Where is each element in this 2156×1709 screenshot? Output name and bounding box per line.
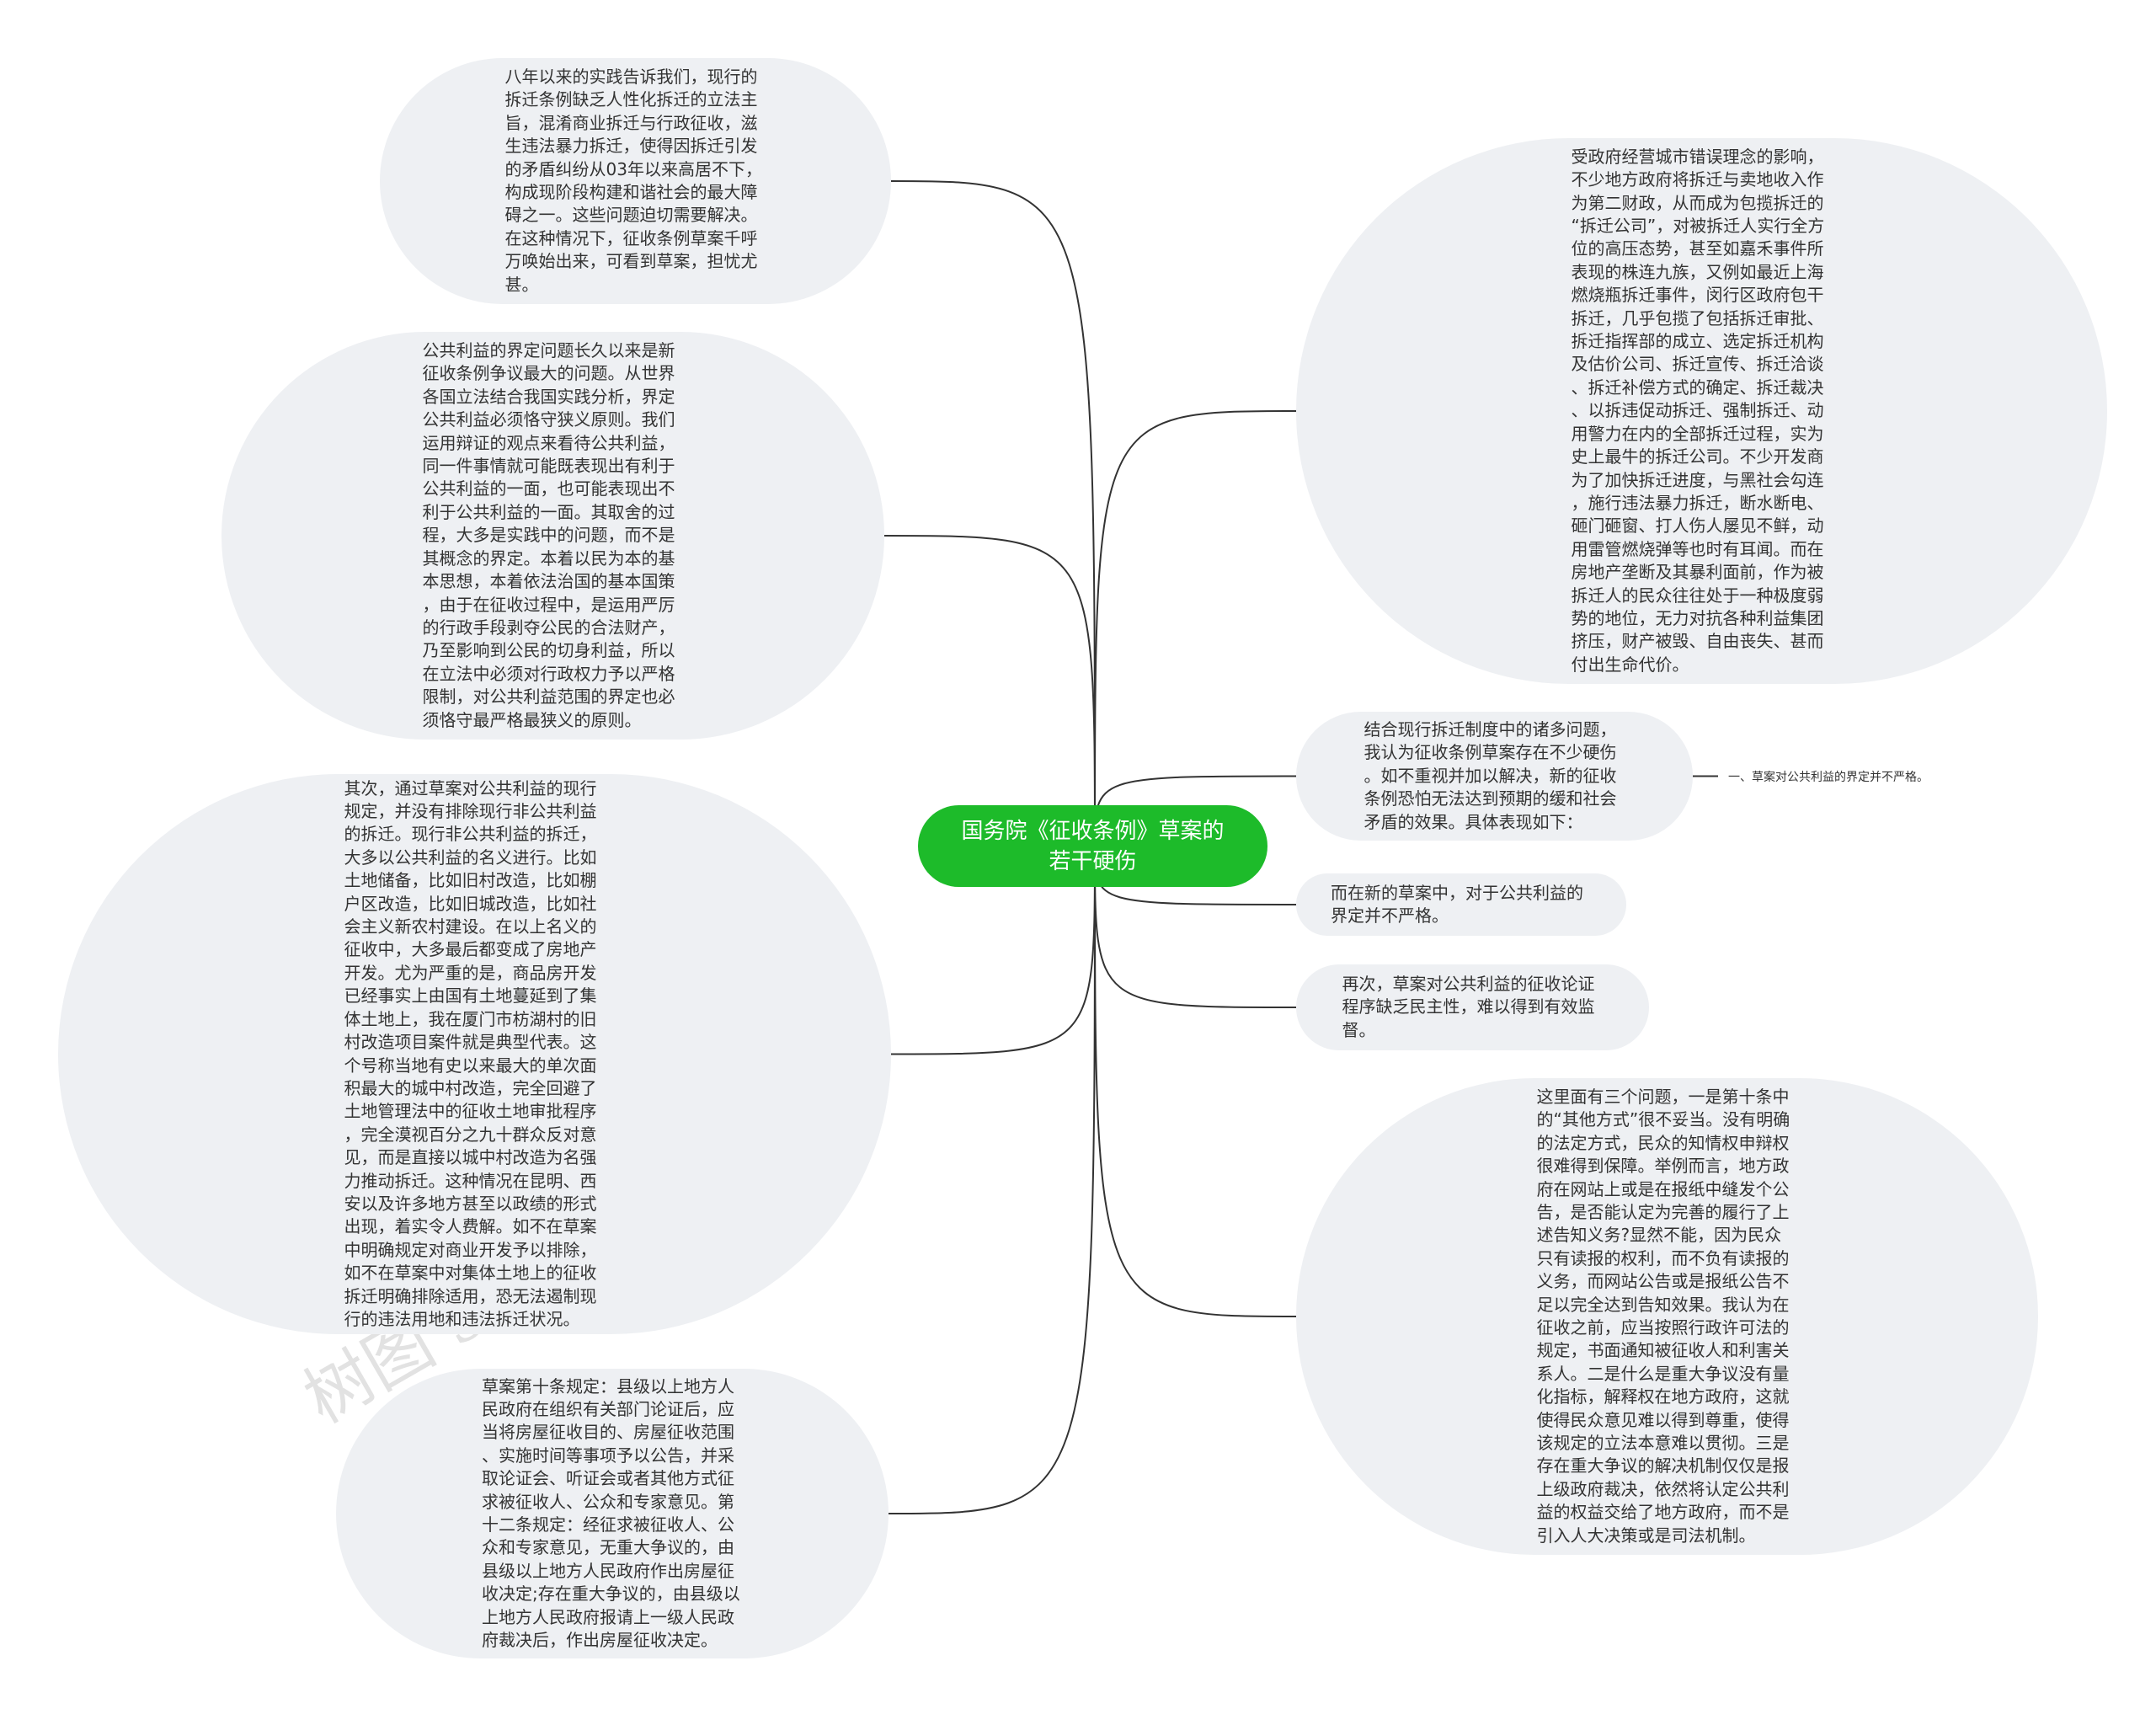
topic-node[interactable]: 再次，草案对公共利益的征收论证程序缺乏民主性，难以得到有效监督。 <box>1296 964 1649 1050</box>
topic-node[interactable]: 而在新的草案中，对于公共利益的界定并不严格。 <box>1296 873 1626 936</box>
connector-line <box>1094 846 1297 1317</box>
topic-node[interactable]: 其次，通过草案对公共利益的现行规定，并没有排除现行非公共利益的拆迁。现行非公共利… <box>58 774 891 1334</box>
topic-text: 草案第十条规定：县级以上地方人民政府在组织有关部门论证后，应当将房屋征收目的、房… <box>482 1375 740 1651</box>
connector-line <box>888 846 1096 1514</box>
subtopic-label[interactable]: 一、草案对公共利益的界定并不严格。 <box>1728 771 1929 784</box>
topic-text: 而在新的草案中，对于公共利益的界定并不严格。 <box>1331 882 1583 926</box>
topic-text: 结合现行拆迁制度中的诸多问题，我认为征收条例草案存在不少硬伤。如不重视并加以解决… <box>1364 718 1617 832</box>
topic-node[interactable]: 八年以来的实践告诉我们，现行的拆迁条例缺乏人性化拆迁的立法主旨，混淆商业拆迁与行… <box>380 58 891 304</box>
topic-text: 再次，草案对公共利益的征收论证程序缺乏民主性，难以得到有效监督。 <box>1342 973 1595 1040</box>
topic-text: 八年以来的实践告诉我们，现行的拆迁条例缺乏人性化拆迁的立法主旨，混淆商业拆迁与行… <box>504 66 762 295</box>
connector-line <box>883 535 1096 847</box>
central-topic-title: 国务院《征收条例》草案的若干硬伤 <box>961 818 1225 874</box>
topic-text: 公共利益的界定问题长久以来是新征收条例争议最大的问题。从世界各国立法结合我国实践… <box>422 340 675 730</box>
topic-text: 受政府经营城市错误理念的影响，不少地方政府将拆迁与卖地收入作为第二财政，从而成为… <box>1571 146 1825 675</box>
topic-node[interactable]: 结合现行拆迁制度中的诸多问题，我认为征收条例草案存在不少硬伤。如不重视并加以解决… <box>1296 712 1693 841</box>
topic-node[interactable]: 这里面有三个问题，一是第十条中的“其他方式”很不妥当。没有明确的法定方式，民众的… <box>1296 1078 2038 1555</box>
central-topic[interactable]: 国务院《征收条例》草案的若干硬伤 <box>918 805 1267 887</box>
connector-line <box>1094 410 1297 847</box>
topic-text: 其次，通过草案对公共利益的现行规定，并没有排除现行非公共利益的拆迁。现行非公共利… <box>344 777 597 1329</box>
connector-line <box>890 180 1096 847</box>
topic-node[interactable]: 公共利益的界定问题长久以来是新征收条例争议最大的问题。从世界各国立法结合我国实践… <box>221 332 884 740</box>
topic-text: 这里面有三个问题，一是第十条中的“其他方式”很不妥当。没有明确的法定方式，民众的… <box>1536 1086 1790 1546</box>
topic-node[interactable]: 受政府经营城市错误理念的影响，不少地方政府将拆迁与卖地收入作为第二财政，从而成为… <box>1296 138 2107 684</box>
topic-node[interactable]: 草案第十条规定：县级以上地方人民政府在组织有关部门论证后，应当将房屋征收目的、房… <box>336 1369 889 1658</box>
